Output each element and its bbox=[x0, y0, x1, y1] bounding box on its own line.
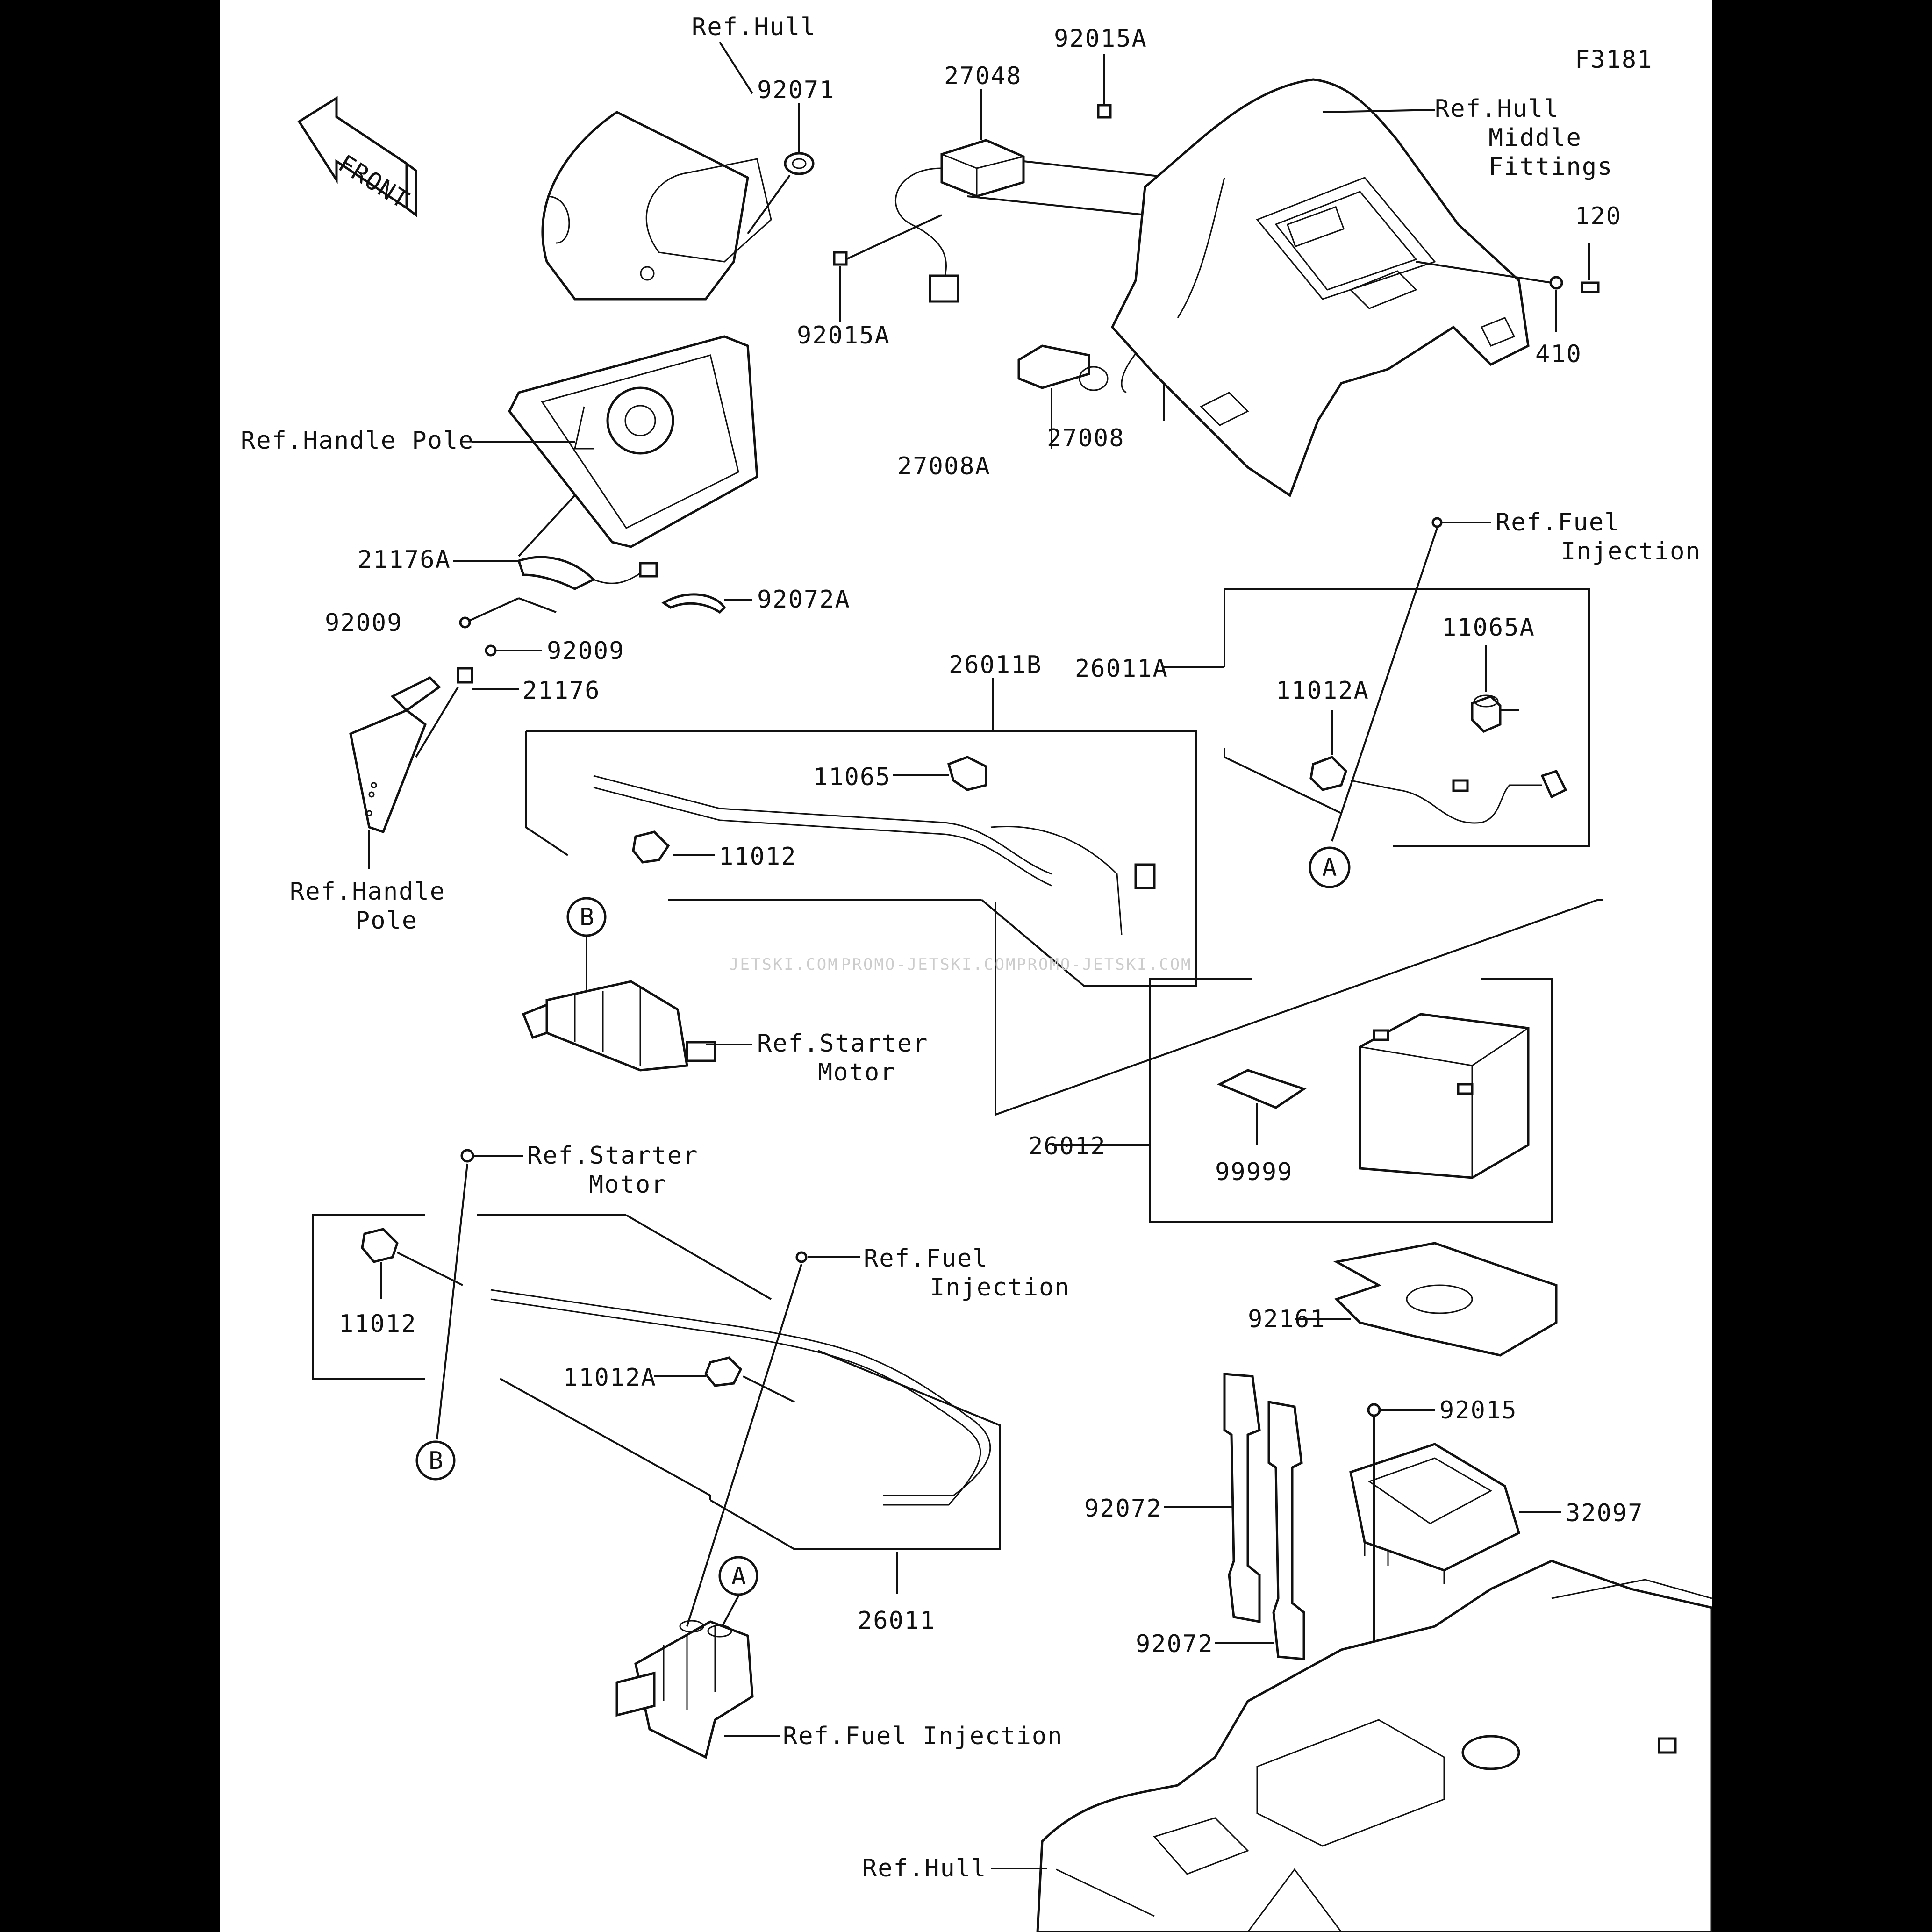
label-ref-starter-2a: Ref.Starter bbox=[527, 1142, 698, 1170]
callout-a-bottom-label: A bbox=[731, 1562, 747, 1590]
label-26011B: 26011B bbox=[949, 651, 1042, 679]
screw-92009-b bbox=[485, 644, 497, 657]
label-ref-handle-pole-2a: Ref.Handle bbox=[290, 878, 445, 906]
label-21176: 21176 bbox=[522, 677, 601, 705]
bolt-120 bbox=[1581, 281, 1600, 293]
label-92072-a: 92072 bbox=[1084, 1495, 1162, 1523]
label-92161: 92161 bbox=[1248, 1305, 1326, 1333]
hull-section-bottom bbox=[1036, 1560, 1712, 1932]
label-32097: 32097 bbox=[1566, 1499, 1644, 1527]
terminal-cap-11012A-bottom bbox=[704, 1356, 743, 1387]
band-92072A bbox=[661, 593, 726, 614]
tray-32097 bbox=[1349, 1443, 1520, 1584]
relay-27048 bbox=[895, 139, 1025, 303]
label-ref-starter-1b: Motor bbox=[818, 1059, 896, 1087]
label-11012A-bottom: 11012A bbox=[563, 1364, 657, 1392]
diagram-canvas: F3181 FRONT Ref.Hull 92071 27048 92015A bbox=[220, 0, 1712, 1932]
label-92015: 92015 bbox=[1439, 1396, 1517, 1424]
terminal-cap-11065 bbox=[947, 756, 987, 791]
packet-99999 bbox=[1216, 1069, 1307, 1109]
cable-26011A bbox=[1350, 780, 1542, 824]
sensor-21176A bbox=[517, 556, 658, 590]
callout-a-top bbox=[1309, 846, 1351, 888]
label-ref-hull-bottom: Ref.Hull bbox=[862, 1854, 987, 1882]
handle-pole-plate bbox=[508, 335, 758, 548]
hull-middle-fittings bbox=[1111, 78, 1530, 497]
watermark-1: JETSKI.COM bbox=[729, 955, 839, 974]
label-ref-handle-pole: Ref.Handle Pole bbox=[241, 427, 474, 455]
label-92015A-top: 92015A bbox=[1054, 25, 1147, 53]
nut-fuel-injection-top bbox=[1431, 517, 1443, 528]
nut-starter-lower bbox=[460, 1149, 474, 1163]
label-99999: 99999 bbox=[1215, 1158, 1293, 1186]
clip-92015A-bottom bbox=[833, 251, 848, 266]
parts-diagram: F3181 FRONT Ref.Hull 92071 27048 92015A bbox=[241, 13, 1712, 1932]
fuel-injection-bracket bbox=[615, 1620, 754, 1759]
front-arrow-icon: FRONT bbox=[297, 96, 417, 217]
label-27008: 27008 bbox=[1047, 424, 1125, 452]
handle-pole-shaft bbox=[349, 676, 441, 834]
starter-motor bbox=[522, 980, 716, 1072]
nut-92015 bbox=[1367, 1403, 1381, 1417]
label-27008A: 27008A bbox=[897, 452, 991, 480]
terminal-cap-11012-top bbox=[632, 830, 670, 864]
battery-26012 bbox=[1359, 1013, 1530, 1179]
label-11012-bottom: 11012 bbox=[339, 1310, 417, 1338]
callout-b-bottom-label: B bbox=[429, 1447, 444, 1475]
terminal-cap-11065A bbox=[1471, 694, 1502, 733]
washer-410 bbox=[1549, 276, 1563, 290]
cable-26011 bbox=[490, 1289, 991, 1496]
terminal-cap-11012-bottom bbox=[361, 1228, 399, 1263]
label-11065: 11065 bbox=[813, 763, 891, 791]
label-ref-hull-middle-3: Fittings bbox=[1488, 153, 1613, 181]
label-92015A-bottom: 92015A bbox=[797, 322, 890, 350]
label-120: 120 bbox=[1575, 202, 1622, 230]
terminal-cap-11012A-top bbox=[1309, 756, 1347, 791]
watermark-3: PROMO-JETSKI.COM bbox=[1016, 955, 1192, 974]
strap-92072-b bbox=[1267, 1401, 1305, 1660]
label-27048: 27048 bbox=[944, 62, 1022, 90]
label-11012A-top: 11012A bbox=[1276, 677, 1369, 705]
label-ref-fuel-inj-1a: Ref.Fuel bbox=[1496, 508, 1620, 537]
label-11065A: 11065A bbox=[1442, 614, 1535, 642]
strap-92072-a bbox=[1223, 1373, 1261, 1623]
label-11012-top: 11012 bbox=[719, 843, 797, 871]
callout-b-bottom bbox=[415, 1440, 456, 1481]
grommet-92071 bbox=[784, 152, 815, 175]
pad-92161 bbox=[1333, 1242, 1558, 1357]
label-ref-fuel-inj-3: Ref.Fuel Injection bbox=[783, 1722, 1063, 1750]
screw-92009-a bbox=[459, 616, 471, 629]
callout-a-bottom bbox=[718, 1556, 758, 1596]
label-92071: 92071 bbox=[757, 76, 835, 104]
callout-a-top-label: A bbox=[1322, 854, 1338, 882]
label-26011A: 26011A bbox=[1075, 655, 1168, 683]
label-ref-hull-top: Ref.Hull bbox=[692, 13, 816, 41]
label-21176A: 21176A bbox=[358, 546, 451, 574]
hull-section-top bbox=[541, 111, 772, 301]
label-ref-fuel-inj-2b: Injection bbox=[930, 1274, 1070, 1302]
label-ref-fuel-inj-1b: Injection bbox=[1561, 537, 1701, 565]
callout-b-top bbox=[566, 897, 607, 937]
label-92009-b: 92009 bbox=[547, 637, 625, 665]
label-92072A: 92072A bbox=[757, 586, 851, 614]
label-ref-starter-2b: Motor bbox=[589, 1171, 667, 1199]
nut-fuel-injection-middle bbox=[795, 1251, 808, 1263]
label-ref-starter-1a: Ref.Starter bbox=[757, 1030, 928, 1058]
figure-id: F3181 bbox=[1575, 46, 1653, 74]
label-410: 410 bbox=[1535, 340, 1582, 368]
watermark-2: PROMO-JETSKI.COM bbox=[841, 955, 1017, 974]
cable-26011B bbox=[593, 775, 1052, 875]
label-92072-b: 92072 bbox=[1136, 1630, 1214, 1658]
label-ref-handle-pole-2b: Pole bbox=[355, 907, 417, 935]
callout-b-top-label: B bbox=[580, 903, 595, 931]
label-ref-hull-middle-2: Middle bbox=[1488, 124, 1582, 152]
label-ref-fuel-inj-2a: Ref.Fuel bbox=[864, 1245, 988, 1273]
label-92009-a: 92009 bbox=[325, 609, 403, 637]
label-26012: 26012 bbox=[1028, 1132, 1106, 1160]
label-ref-hull-middle-1: Ref.Hull bbox=[1435, 95, 1559, 123]
label-26011: 26011 bbox=[858, 1607, 936, 1635]
clip-92015A-top bbox=[1097, 104, 1112, 119]
sensor-21176 bbox=[457, 667, 473, 684]
